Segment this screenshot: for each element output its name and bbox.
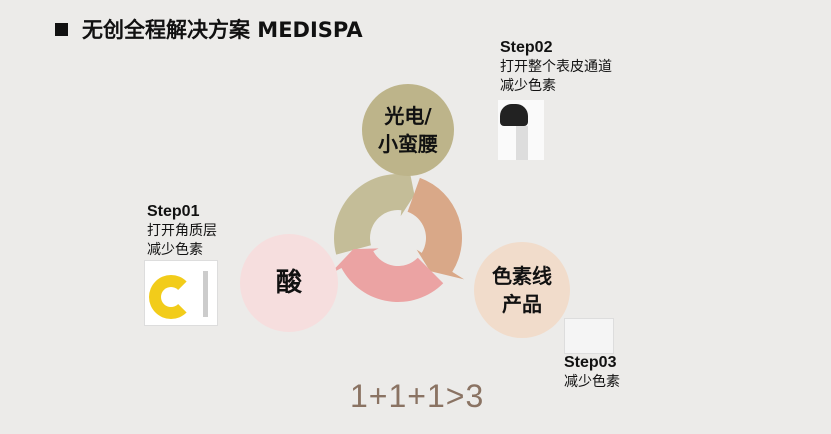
node-photoelectric: 光电/小蛮腰 — [362, 84, 454, 176]
node-top-line1: 光电/ — [384, 104, 432, 128]
pigment-product-image — [564, 318, 614, 354]
ring-segment-olive — [334, 160, 415, 255]
step03-line1: 减少色素 — [564, 374, 620, 390]
slide-title: 无创全程解决方案 MEDISPA — [55, 14, 363, 44]
formula-text: 1+1+1>3 — [350, 378, 485, 414]
step01-line1: 打开角质层 — [147, 223, 217, 239]
node-left-text: 酸 — [275, 268, 302, 298]
device-image — [498, 100, 544, 160]
node-right-line1: 色素线 — [492, 264, 552, 288]
bullet-square — [55, 22, 68, 36]
step03-label: Step03 — [564, 354, 617, 371]
node-top-line2: 小蛮腰 — [378, 132, 438, 156]
step02: Step02 打开整个表皮通道减少色素 — [500, 38, 612, 96]
node-pigment-product: 色素线产品 — [474, 242, 570, 338]
node-acid: 酸 — [240, 234, 338, 332]
ring-segment-pink — [329, 248, 444, 302]
title-text: 无创全程解决方案 MEDISPA — [82, 18, 363, 42]
step01-line2: 减少色素 — [147, 242, 203, 258]
step03: Step03 减少色素 — [564, 353, 620, 392]
step01-label: Step01 — [147, 203, 200, 220]
step01: Step01 打开角质层减少色素 — [147, 202, 217, 260]
acid-product-image — [144, 260, 218, 326]
ring-segment-tan — [407, 177, 465, 280]
node-right-line2: 产品 — [502, 292, 542, 316]
step02-line1: 打开整个表皮通道 — [500, 59, 612, 75]
step02-label: Step02 — [500, 39, 553, 56]
step02-line2: 减少色素 — [500, 78, 556, 94]
